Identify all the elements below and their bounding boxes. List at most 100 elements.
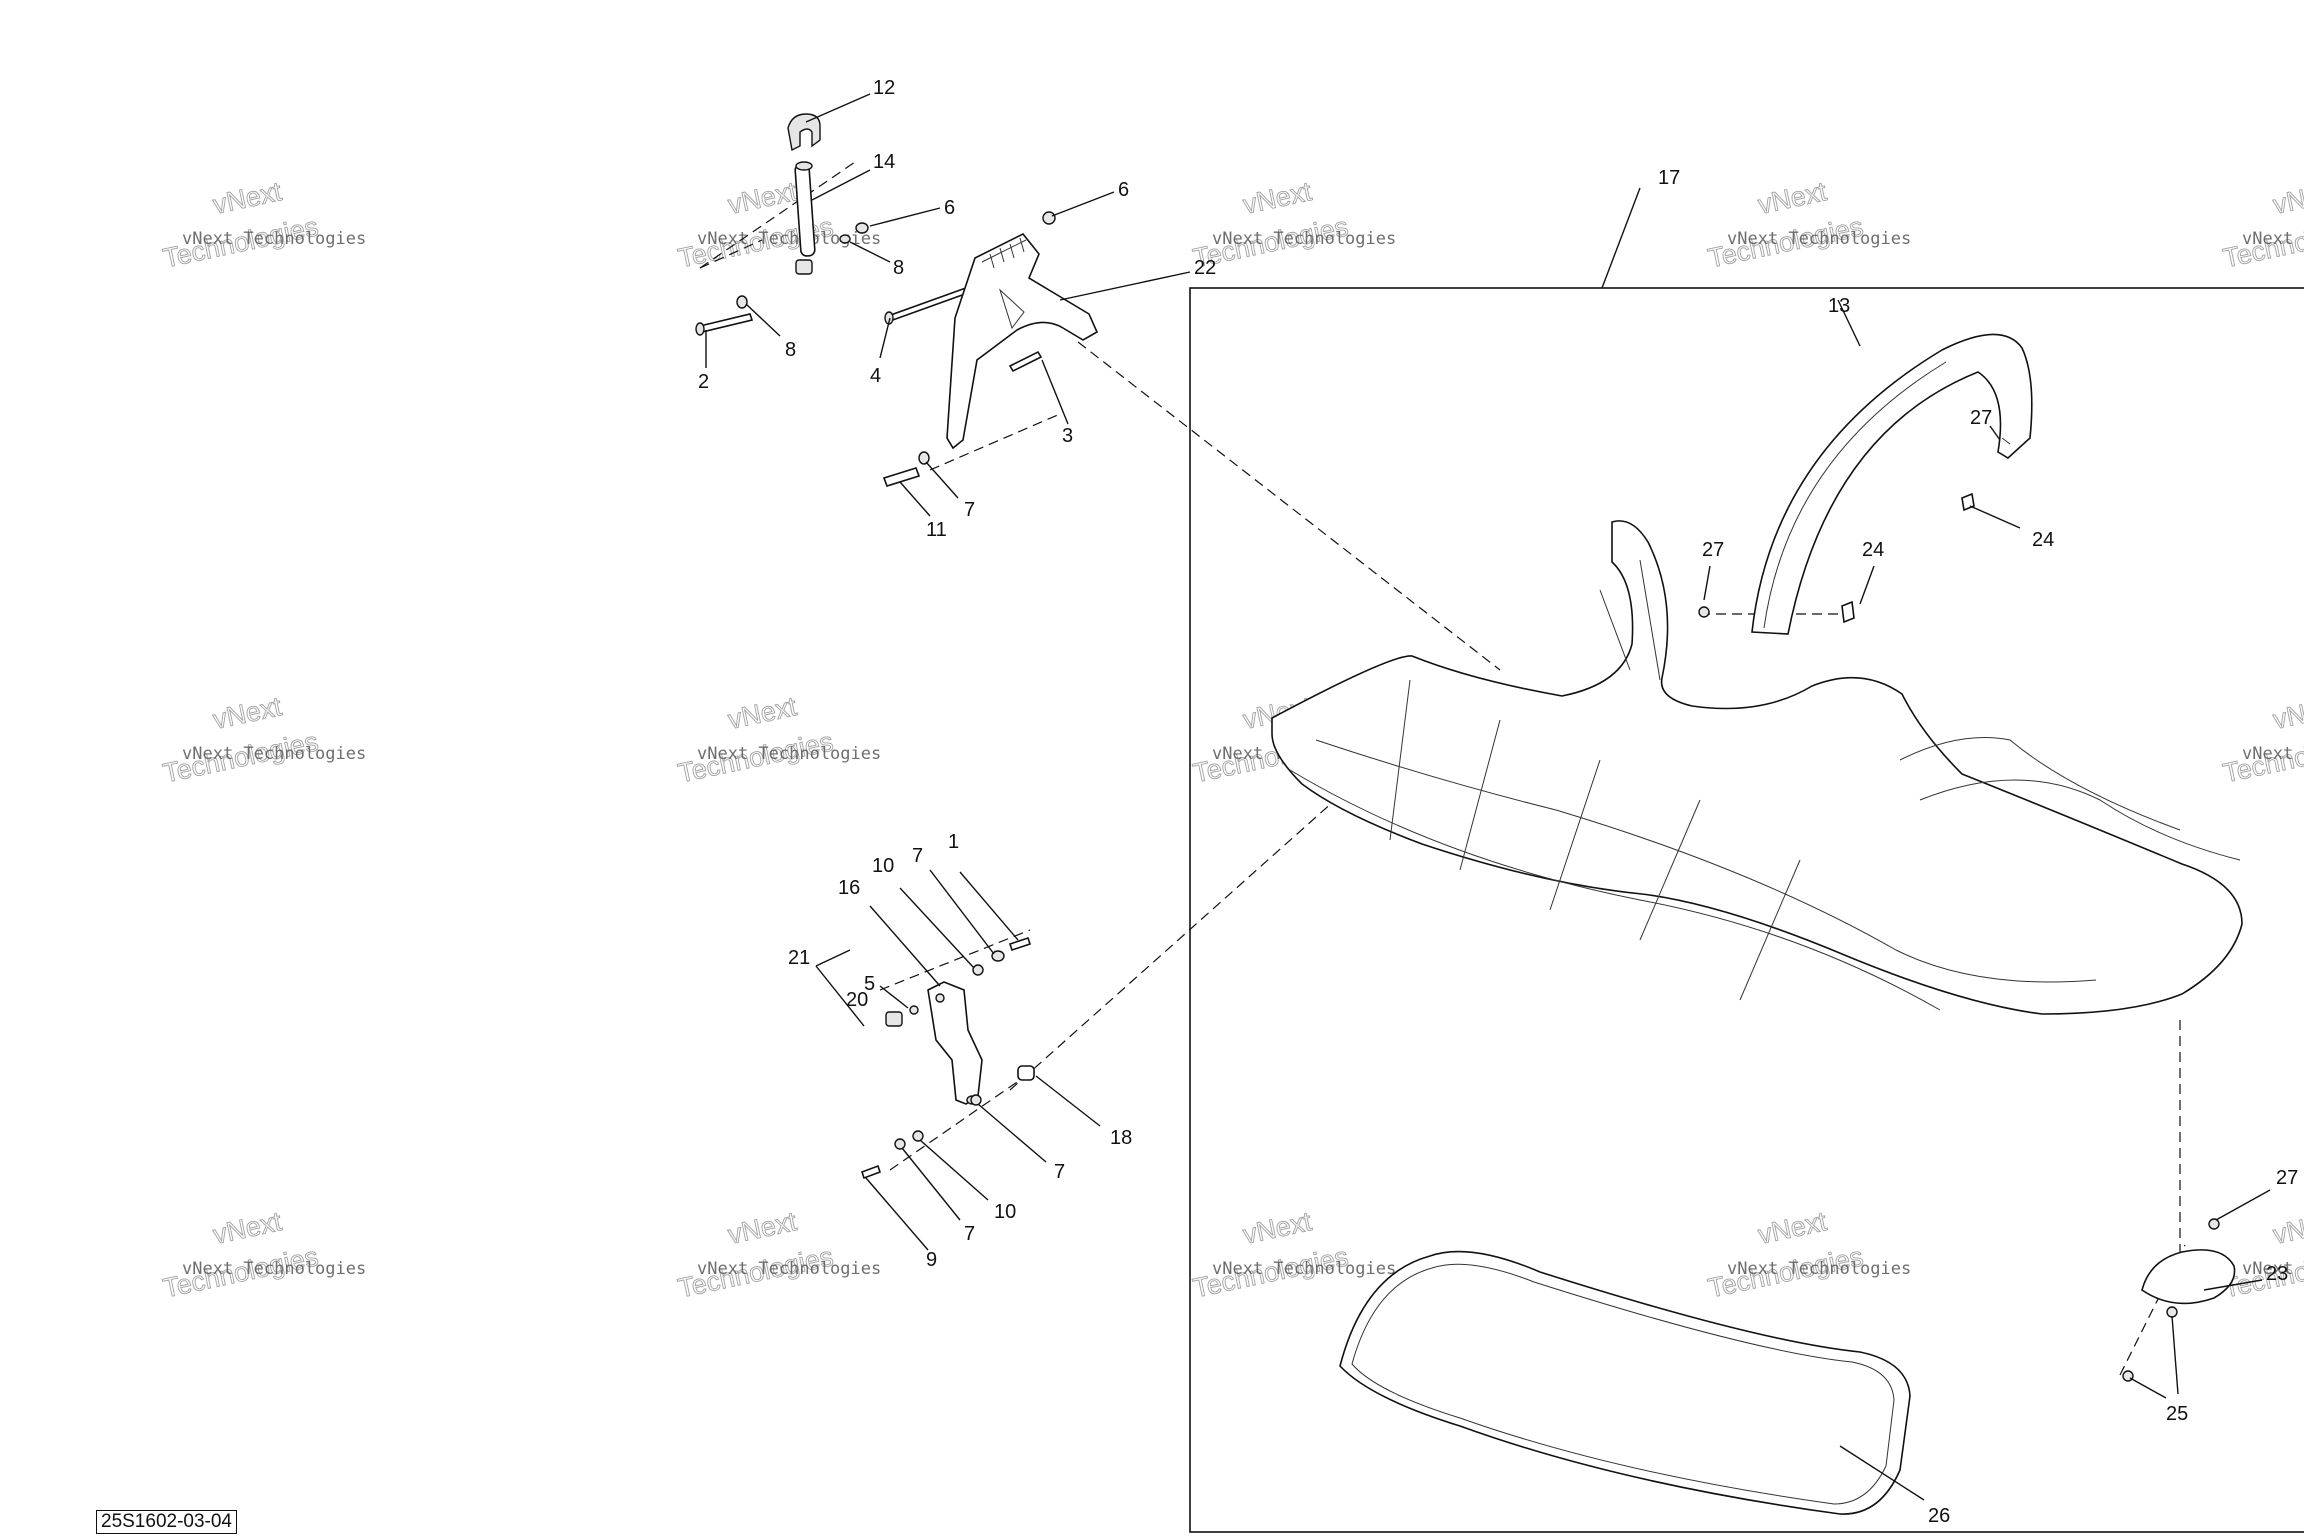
- watermark-text: vNext Technologies: [1727, 229, 1911, 249]
- callout-27: 27: [2276, 1167, 2298, 1189]
- bolt-part-2: [698, 313, 754, 333]
- watermark-text: vNext Technologies: [182, 229, 366, 249]
- spacer-part-18: [1017, 1065, 1035, 1081]
- watermark-brand: vNext: [1755, 176, 1829, 220]
- watermark-brand: vNext: [210, 691, 284, 735]
- callout-7: 7: [912, 845, 923, 867]
- fastener-part-27a: [1698, 606, 1710, 618]
- callout-2: 2: [698, 371, 709, 393]
- watermark-text: vNext Technologies: [697, 1259, 881, 1279]
- assembly-frame: [1189, 287, 2304, 1533]
- callout-8: 8: [785, 339, 796, 361]
- washer-part-7b: [991, 950, 1005, 962]
- watermark-brand: vNext: [210, 1206, 284, 1250]
- callout-16: 16: [838, 877, 860, 899]
- diagram-reference-code: 25S1602-03-04: [96, 1510, 237, 1534]
- bracket-part-22: [946, 232, 1099, 450]
- washer-part-8c: [736, 295, 748, 309]
- watermark-text: vNext Technologies: [697, 744, 881, 764]
- callout-10: 10: [994, 1201, 1016, 1223]
- callout-8: 8: [893, 257, 904, 279]
- watermark-brand: vNext: [1755, 1206, 1829, 1250]
- fastener-part-27b: [2001, 437, 2011, 445]
- callout-10: 10: [872, 855, 894, 877]
- callout-24: 24: [1862, 539, 1884, 561]
- fastener-part-25a: [2166, 1306, 2178, 1318]
- latch-part-23: [2122, 1218, 2236, 1382]
- leader-lines: [705, 93, 2271, 1501]
- washer-part-5: [909, 1005, 919, 1015]
- washer-part-7a: [918, 451, 930, 465]
- callout-1: 1: [948, 831, 959, 853]
- pin-part-3: [1008, 350, 1043, 373]
- washer-part-7d: [894, 1138, 906, 1150]
- watermark-brand: vNext: [1240, 1206, 1314, 1250]
- callout-labels: 12 14 6 8 8 6 22 17 2 4 3 7 11 13 27 24 …: [698, 77, 2298, 1527]
- callout-6: 6: [944, 197, 955, 219]
- fastener-part-24a: [1841, 600, 1855, 624]
- watermark-text: vNext Technologies: [182, 1259, 366, 1279]
- callout-4: 4: [870, 365, 881, 387]
- watermark-brand: vNext: [2270, 1206, 2304, 1250]
- nut-part-8a: [795, 259, 813, 275]
- hinge-arm-part-16: [860, 936, 1035, 1180]
- callout-12: 12: [873, 77, 895, 99]
- callout-27: 27: [1970, 407, 1992, 429]
- seal-part-26: [1339, 1250, 1911, 1515]
- fastener-part-27c: [2208, 1218, 2220, 1230]
- callout-22: 22: [1194, 257, 1216, 279]
- callout-13: 13: [1828, 295, 1850, 317]
- callout-7: 7: [964, 1223, 975, 1245]
- washer-part-6a: [855, 222, 869, 234]
- callout-23: 23: [2266, 1263, 2288, 1285]
- nut-part-20: [885, 1011, 903, 1027]
- watermark-text: vNext Technologies: [2242, 744, 2304, 764]
- callout-20: 20: [846, 989, 868, 1011]
- watermark-brand: vNext: [2270, 691, 2304, 735]
- bolt-part-9: [860, 1164, 882, 1180]
- pin-part-11: [882, 467, 921, 487]
- callout-26: 26: [1928, 1505, 1950, 1527]
- watermark-text: vNext Technologies: [1727, 1259, 1911, 1279]
- callout-25: 25: [2166, 1403, 2188, 1425]
- washer-part-10b: [912, 1130, 924, 1142]
- callout-21: 21: [788, 947, 810, 969]
- washer-part-7c: [970, 1094, 982, 1106]
- callout-3: 3: [1062, 425, 1073, 447]
- watermark-text: vNext Technologies: [697, 229, 881, 249]
- callout-9: 9: [926, 1249, 937, 1271]
- watermark-brand: vNext: [1240, 176, 1314, 220]
- bolt-part-1: [1008, 936, 1032, 952]
- callout-14: 14: [873, 151, 895, 173]
- callout-18: 18: [1110, 1127, 1132, 1149]
- callout-6: 6: [1118, 179, 1129, 201]
- washer-part-10a: [972, 964, 984, 976]
- seat-part-17: [1271, 520, 2243, 1015]
- watermark-brand: vNext: [725, 176, 799, 220]
- callout-5: 5: [864, 973, 875, 995]
- callout-17: 17: [1658, 167, 1680, 189]
- watermark-text: vNext Technologies: [2242, 229, 2304, 249]
- watermark-text: vNext Technologies: [1212, 229, 1396, 249]
- watermark-brand: vNext: [725, 691, 799, 735]
- callout-27: 27: [1702, 539, 1724, 561]
- washer-part-8b: [839, 234, 851, 244]
- watermark-brand: vNext: [210, 176, 284, 220]
- callout-7: 7: [1054, 1161, 1065, 1183]
- washer-part-6b: [1042, 211, 1056, 225]
- watermark-text: vNext Technologies: [2242, 1259, 2304, 1279]
- watermark-brand: vNext: [2270, 176, 2304, 220]
- callout-24: 24: [2032, 529, 2054, 551]
- clip-part-12: [787, 113, 821, 152]
